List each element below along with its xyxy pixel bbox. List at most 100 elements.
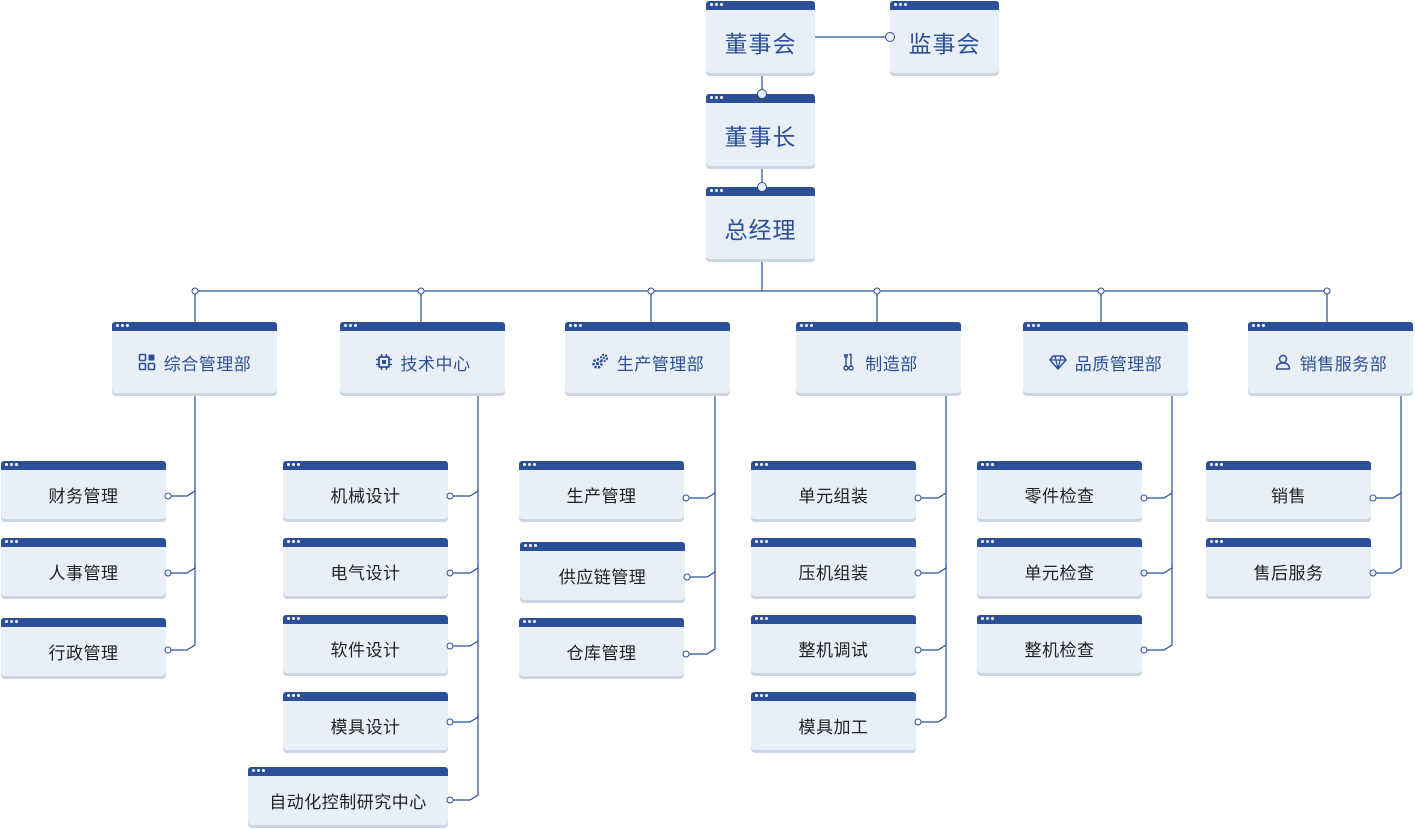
connector-dot bbox=[164, 646, 172, 654]
supervisors-label: 监事会 bbox=[908, 31, 981, 58]
gears-icon bbox=[591, 353, 609, 371]
sub-card-finance: 财务管理 bbox=[1, 461, 166, 519]
sub-card-soft-design: 软件设计 bbox=[283, 615, 448, 673]
dept-label: 销售服务部 bbox=[1299, 354, 1388, 375]
connector-dot bbox=[1369, 494, 1377, 502]
sub-card-hr: 人事管理 bbox=[1, 538, 166, 596]
sub-card-press-assembly: 压机组装 bbox=[751, 538, 916, 596]
connector-dot bbox=[683, 573, 691, 581]
connector-dot bbox=[914, 569, 922, 577]
connector-dot bbox=[682, 650, 690, 658]
connector-dot bbox=[914, 718, 922, 726]
connector-dot bbox=[1097, 287, 1105, 295]
connector-line bbox=[168, 642, 196, 651]
dept-card-general-admin: 综合管理部 bbox=[112, 322, 277, 393]
user-icon bbox=[1274, 353, 1292, 371]
sub-card-part-inspection: 零件检查 bbox=[977, 461, 1142, 519]
connector-line bbox=[1373, 565, 1402, 574]
wrench-icon bbox=[839, 353, 857, 371]
sub-card-machine-inspection: 整机检查 bbox=[977, 615, 1142, 673]
sub-card-admin: 行政管理 bbox=[1, 618, 166, 676]
sub-label: 模具设计 bbox=[330, 718, 401, 738]
sub-label: 人事管理 bbox=[48, 564, 119, 584]
connector-dot bbox=[164, 492, 172, 500]
sub-card-automation-research: 自动化控制研究中心 bbox=[248, 767, 448, 825]
sub-label: 零件检查 bbox=[1024, 487, 1095, 507]
connector-dot bbox=[914, 646, 922, 654]
connector-dot bbox=[446, 569, 454, 577]
connector-dot bbox=[1323, 287, 1331, 295]
connector-dot bbox=[1140, 569, 1148, 577]
connector-line bbox=[168, 488, 196, 497]
connector-line bbox=[168, 565, 196, 574]
connector-dot bbox=[446, 492, 454, 500]
chairman-card: 董事长 bbox=[706, 94, 815, 166]
dept-label: 生产管理部 bbox=[616, 354, 705, 375]
connector-dot bbox=[885, 32, 895, 42]
sub-card-elec-design: 电气设计 bbox=[283, 538, 448, 596]
dept-card-quality-mgmt: 品质管理部 bbox=[1023, 322, 1188, 393]
sub-label: 软件设计 bbox=[330, 641, 401, 661]
dept-card-production-mgmt: 生产管理部 bbox=[565, 322, 730, 393]
connector-dot bbox=[873, 287, 881, 295]
sub-label: 供应链管理 bbox=[558, 568, 647, 588]
sub-label: 行政管理 bbox=[48, 644, 119, 664]
dept-card-manufacturing: 制造部 bbox=[796, 322, 961, 393]
sub-card-mold-design: 模具设计 bbox=[283, 692, 448, 750]
sub-card-supply-chain: 供应链管理 bbox=[520, 542, 685, 600]
connector-dot bbox=[1140, 494, 1148, 502]
sub-label: 单元检查 bbox=[1024, 564, 1095, 584]
connector-line bbox=[450, 714, 479, 723]
connector-dot bbox=[682, 494, 690, 502]
connector-dot bbox=[417, 287, 425, 295]
sub-label: 电气设计 bbox=[330, 564, 401, 584]
connector-line bbox=[687, 569, 716, 578]
sub-card-machine-debug: 整机调试 bbox=[751, 615, 916, 673]
dept-card-tech-center: 技术中心 bbox=[340, 322, 505, 393]
board-card: 董事会 bbox=[706, 1, 815, 73]
sub-label: 机械设计 bbox=[330, 487, 401, 507]
sub-label: 模具加工 bbox=[798, 718, 869, 738]
dept-label: 技术中心 bbox=[400, 354, 471, 375]
sub-label: 整机检查 bbox=[1024, 641, 1095, 661]
sub-label: 销售 bbox=[1271, 487, 1306, 507]
sub-label: 财务管理 bbox=[48, 487, 119, 507]
connector-dot bbox=[757, 89, 767, 99]
connector-line bbox=[450, 638, 479, 647]
connector-line bbox=[918, 565, 947, 574]
connector-dot bbox=[914, 494, 922, 502]
sub-card-mech-design: 机械设计 bbox=[283, 461, 448, 519]
sub-label: 售后服务 bbox=[1253, 564, 1324, 584]
connector-dot bbox=[1140, 646, 1148, 654]
connector-line bbox=[1144, 565, 1173, 574]
sub-card-warehouse: 仓库管理 bbox=[519, 618, 684, 676]
sub-label: 压机组装 bbox=[798, 564, 869, 584]
sub-label: 整机调试 bbox=[798, 641, 869, 661]
connector-dot bbox=[446, 642, 454, 650]
chip-icon bbox=[375, 353, 393, 371]
grid-icon bbox=[138, 353, 156, 371]
supervisors-card: 监事会 bbox=[890, 1, 999, 73]
diamond-icon bbox=[1049, 353, 1067, 371]
connector-line bbox=[450, 488, 479, 497]
connector-dot bbox=[446, 718, 454, 726]
chairman-label: 董事长 bbox=[724, 124, 797, 151]
connector-line bbox=[450, 565, 479, 574]
gm-label: 总经理 bbox=[724, 217, 797, 244]
connector-dot bbox=[1369, 569, 1377, 577]
connector-line bbox=[918, 490, 947, 499]
connector-line bbox=[686, 646, 716, 655]
gm-card: 总经理 bbox=[706, 187, 815, 259]
connector-line bbox=[1144, 642, 1173, 651]
connector-line bbox=[1373, 490, 1402, 499]
sub-card-after-sales: 售后服务 bbox=[1206, 538, 1371, 596]
connector-line bbox=[686, 490, 716, 499]
board-label: 董事会 bbox=[724, 31, 797, 58]
connector-line bbox=[918, 714, 947, 723]
sub-card-sales: 销售 bbox=[1206, 461, 1371, 519]
sub-label: 自动化控制研究中心 bbox=[269, 793, 427, 813]
connector-dot bbox=[647, 287, 655, 295]
connector-dot bbox=[446, 796, 454, 804]
dept-label: 制造部 bbox=[865, 354, 918, 375]
